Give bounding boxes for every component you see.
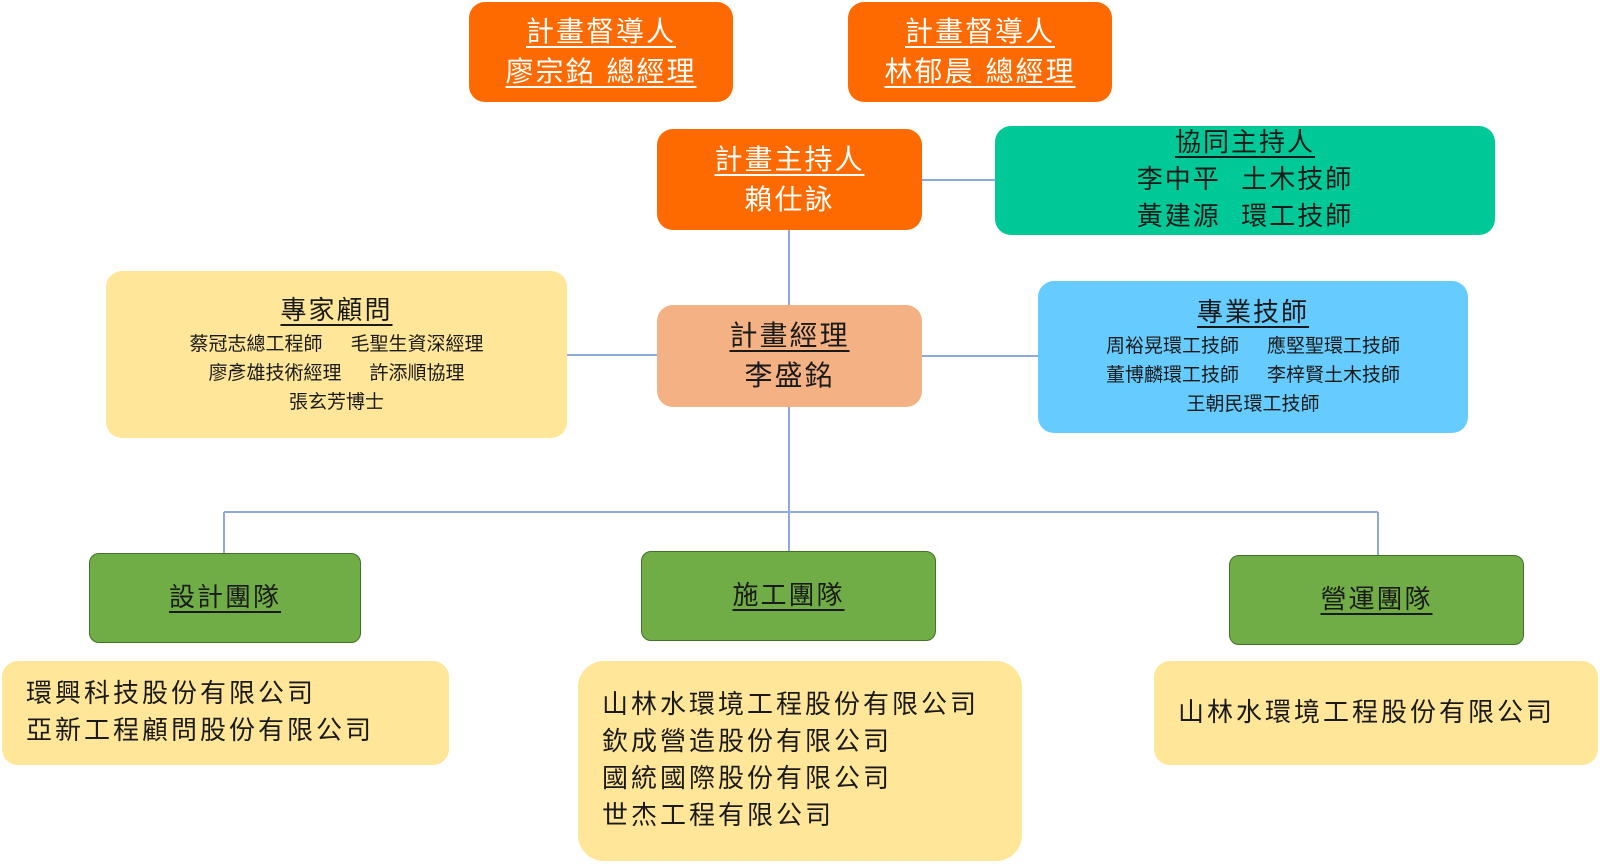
advisors-title: 專家顧問: [280, 295, 393, 326]
host-box: 計畫主持人 賴仕詠: [657, 129, 922, 230]
company-name: 山林水環境工程股份有限公司: [602, 690, 980, 720]
supervisor-name: 廖宗銘 總經理: [505, 55, 697, 88]
team-name: 營運團隊: [1320, 584, 1433, 615]
manager-title: 計畫經理: [729, 319, 850, 352]
company-box-construction: 山林水環境工程股份有限公司 欽成營造股份有限公司 國統國際股份有限公司 世杰工程…: [578, 661, 1022, 861]
supervisor-box-1: 計畫督導人 廖宗銘 總經理: [469, 2, 733, 102]
advisor-member: 張玄芳博士: [288, 390, 384, 413]
team-name: 施工團隊: [732, 580, 845, 611]
advisor-member: 廖彥雄技術經理: [208, 361, 342, 384]
team-box-operation: 營運團隊: [1229, 555, 1524, 645]
co-host-member: 李中平 土木技師: [1136, 165, 1354, 195]
engineers-title: 專業技師: [1196, 298, 1309, 328]
supervisor-box-2: 計畫督導人 林郁晨 總經理: [848, 2, 1112, 102]
engineer-member: 王朝民環工技師: [1186, 393, 1320, 415]
company-name: 欽成營造股份有限公司: [602, 727, 893, 757]
advisors-row: 廖彥雄技術經理 許添順協理: [208, 359, 464, 388]
engineers-row: 周裕晃環工技師 應堅聖環工技師: [1106, 332, 1400, 361]
co-host-member: 黃建源 環工技師: [1136, 202, 1354, 232]
team-name: 設計團隊: [168, 582, 281, 613]
team-box-design: 設計團隊: [89, 553, 361, 643]
advisor-member: 許添順協理: [369, 361, 465, 384]
company-box-operation: 山林水環境工程股份有限公司: [1154, 661, 1598, 765]
host-name: 賴仕詠: [744, 182, 835, 216]
company-name: 亞新工程顧問股份有限公司: [26, 716, 375, 746]
supervisor-name: 林郁晨 總經理: [884, 55, 1076, 88]
team-box-construction: 施工團隊: [641, 551, 936, 641]
engineer-member: 董博麟環工技師: [1105, 364, 1239, 386]
advisors-row: 蔡冠志總工程師 毛聖生資深經理: [189, 330, 483, 359]
co-host-title: 協同主持人: [1174, 128, 1315, 158]
engineers-row: 王朝民環工技師: [1186, 390, 1319, 419]
company-name: 山林水環境工程股份有限公司: [1178, 697, 1556, 728]
company-name: 國統國際股份有限公司: [602, 764, 893, 794]
advisors-box: 專家顧問 蔡冠志總工程師 毛聖生資深經理 廖彥雄技術經理 許添順協理 張玄芳博士: [106, 271, 567, 438]
advisor-member: 蔡冠志總工程師: [189, 332, 323, 355]
company-name: 世杰工程有限公司: [602, 801, 835, 831]
co-host-box: 協同主持人 李中平 土木技師 黃建源 環工技師: [995, 126, 1495, 235]
manager-name: 李盛銘: [744, 359, 835, 392]
company-name: 環興科技股份有限公司: [26, 679, 317, 709]
manager-box: 計畫經理 李盛銘: [657, 305, 922, 407]
supervisor-title: 計畫督導人: [525, 15, 676, 48]
supervisor-title: 計畫督導人: [904, 15, 1055, 48]
engineer-member: 應堅聖環工技師: [1267, 335, 1401, 357]
engineers-box: 專業技師 周裕晃環工技師 應堅聖環工技師 董博麟環工技師 李梓賢土木技師 王朝民…: [1038, 281, 1468, 433]
advisors-row: 張玄芳博士: [289, 388, 384, 417]
company-box-design: 環興科技股份有限公司 亞新工程顧問股份有限公司: [2, 661, 449, 765]
engineers-row: 董博麟環工技師 李梓賢土木技師: [1106, 361, 1400, 390]
engineer-member: 周裕晃環工技師: [1105, 335, 1239, 357]
engineer-member: 李梓賢土木技師: [1267, 364, 1401, 386]
host-title: 計畫主持人: [714, 142, 865, 176]
advisor-member: 毛聖生資深經理: [350, 332, 484, 355]
